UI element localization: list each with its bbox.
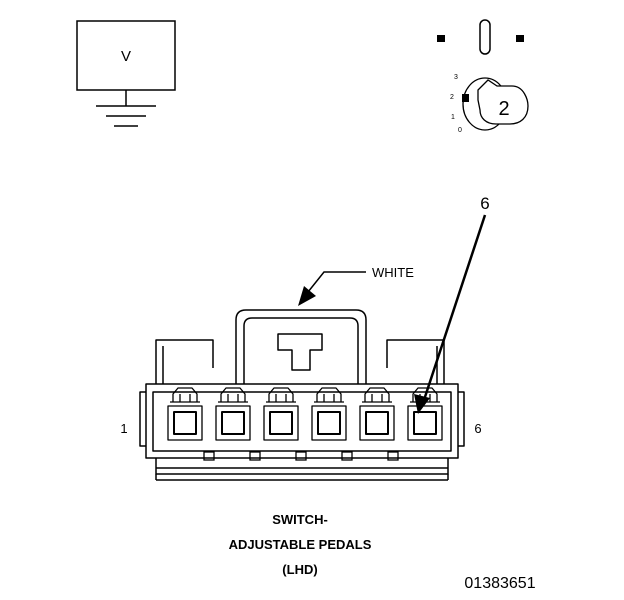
ground-icon bbox=[96, 90, 156, 127]
connector-body bbox=[139, 309, 465, 481]
key-number: 2 bbox=[498, 98, 509, 120]
pin-number-right: 6 bbox=[474, 421, 481, 436]
caption-line-3: (LHD) bbox=[282, 562, 317, 577]
pin-cavity bbox=[311, 387, 347, 441]
pin-cavity bbox=[359, 387, 395, 441]
figure-number: 01383651 bbox=[464, 575, 535, 592]
pin-cavities bbox=[167, 387, 443, 441]
key-position-label: 0 bbox=[458, 127, 462, 134]
key-position-label: 1 bbox=[451, 114, 455, 121]
pin-cavity bbox=[167, 387, 203, 441]
voltmeter-symbol: V bbox=[121, 48, 131, 65]
callout-arrow bbox=[414, 214, 487, 414]
pin-cavity bbox=[215, 387, 251, 441]
color-leader-arrow bbox=[298, 271, 366, 306]
ignition-key-icon bbox=[437, 19, 524, 55]
pin-cavity bbox=[407, 387, 443, 441]
pin-cavity bbox=[263, 387, 299, 441]
pin-number-left: 1 bbox=[120, 421, 127, 436]
connector-color-label: WHITE bbox=[372, 265, 414, 280]
caption-line-1: SWITCH- bbox=[272, 512, 328, 527]
connector-keying-ribs bbox=[203, 451, 399, 461]
key-position-label: 3 bbox=[454, 74, 458, 81]
voltmeter-icon: V bbox=[76, 20, 176, 127]
caption-line-2: ADJUSTABLE PEDALS bbox=[229, 537, 372, 552]
callout-number: 6 bbox=[480, 194, 489, 213]
key-position-label: 2 bbox=[450, 94, 454, 101]
ignition-switch-icon: 3 2 1 0 2 bbox=[450, 74, 529, 134]
